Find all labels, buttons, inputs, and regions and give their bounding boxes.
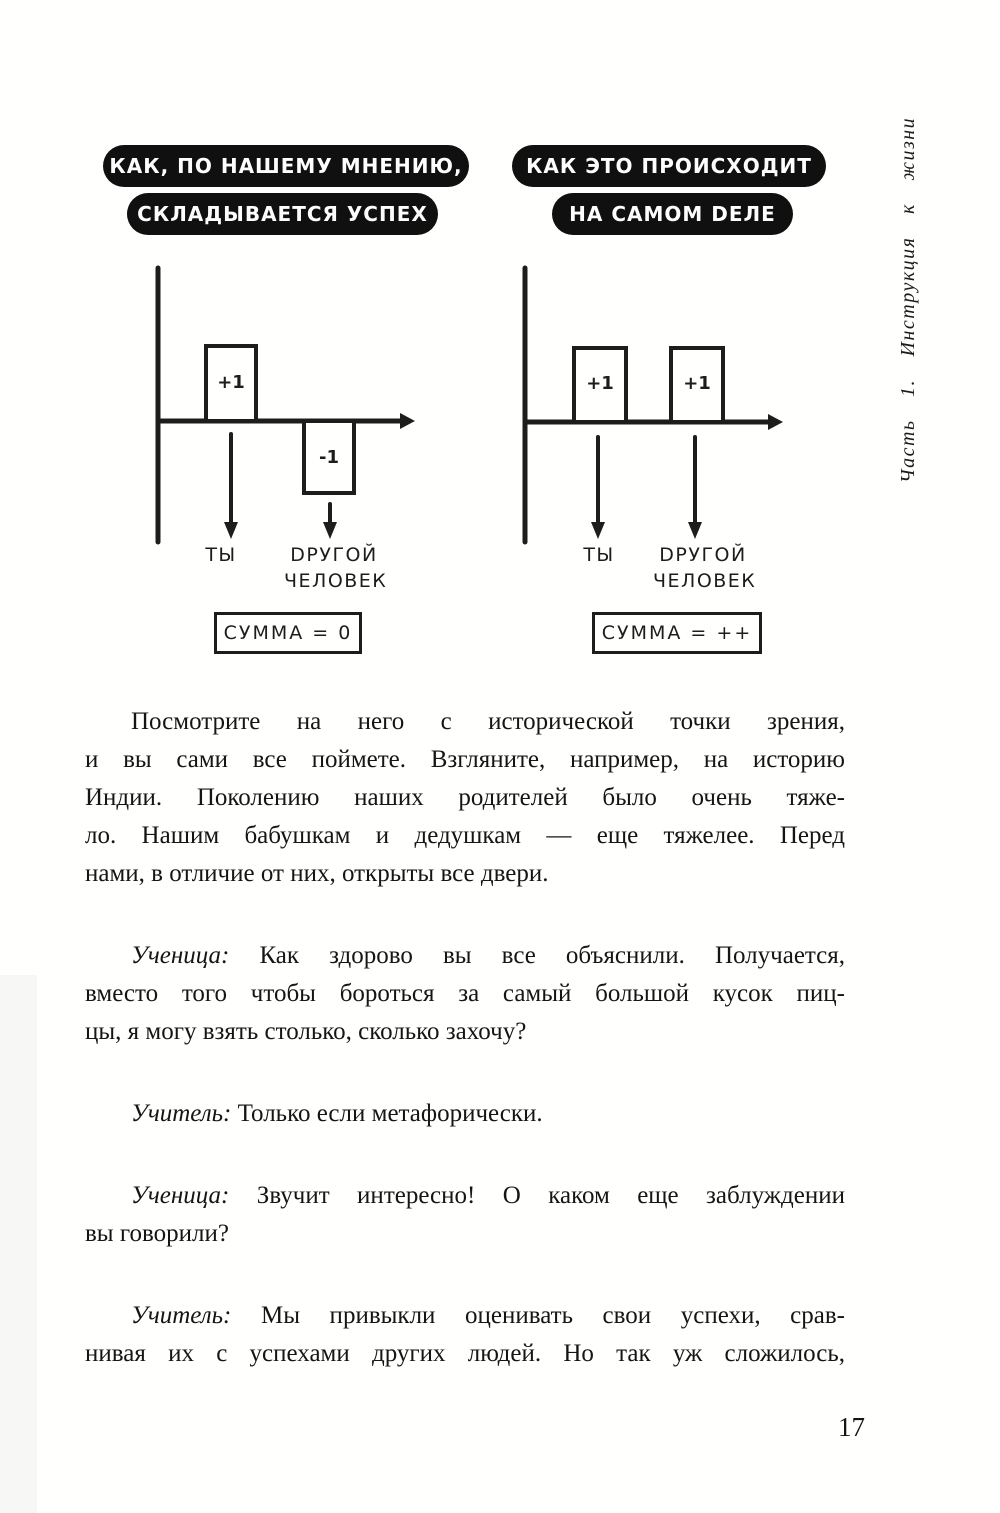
text-line: Учитель: Мы привыкли оценивать свои успе… [85,1297,845,1335]
right-bar-you [572,346,628,424]
left-bar2-value: -1 [319,447,339,468]
text-run: Только если метафорически. [231,1100,543,1127]
left-positive-bar [204,344,258,423]
left-bar1-value: +1 [217,372,245,393]
right-axis-label-other-2: ЧЕЛОВЕК [653,570,757,592]
text-line: вы говорили? [85,1220,229,1247]
paragraph-history: Посмотрите на него с исторической точки … [85,703,845,893]
right-figure-chart [522,265,783,545]
speaker-name: Ученица: [131,942,230,969]
right-arrow-you-head [591,522,605,539]
text-line: Индии. Поколению наших родителей было оч… [85,784,845,811]
text-line: Посмотрите на него с исторической точки … [131,708,845,735]
text-line: нами, в отличие от них, открыты все двер… [85,860,549,887]
text-line: Ученица: Как здорово вы все объяснили. П… [85,937,845,975]
right-sum-box: СУММА = ++ [592,612,762,654]
paragraph-student-2: Ученица: Звучит интересно! О каком еще з… [85,1177,845,1253]
text-line: цы, я могу взять столько, сколько захочу… [85,1018,527,1045]
right-axis-label-you: ТЫ [583,544,615,566]
paragraph-student-1: Ученица: Как здорово вы все объяснили. П… [85,937,845,1051]
left-axis-label-other-2: ЧЕЛОВЕК [284,570,388,592]
left-figure-title-line2: СКЛАДЫВАЕТСЯ УСПЕХ [127,193,438,235]
text-line: и вы сами все поймете. Взгляните, наприм… [85,746,845,773]
right-figure-title-line1: КАК ЭТО ПРОИСХОДИТ [512,145,826,187]
text-line: вместо того чтобы бороться за самый боль… [85,980,845,1007]
left-axis-label-you: ТЫ [205,544,237,566]
left-figure-title-line1: КАК, ПО НАШЕМУ МНЕНИЮ, [103,145,469,187]
right-bar2-value: +1 [683,373,711,394]
left-sum-box: СУММА = 0 [214,612,362,654]
left-figure-chart [155,265,415,545]
scan-edge-shadow [0,975,37,1513]
text-run: Мы привыкли оценивать свои успехи, срав- [231,1302,845,1329]
text-run: Как здорово вы все объяснили. Получается… [229,942,845,969]
page-number: 17 [838,1412,865,1442]
left-x-axis-arrowhead [400,413,415,429]
paragraph-teacher-2: Учитель: Мы привыкли оценивать свои успе… [85,1297,845,1373]
speaker-name: Учитель: [131,1100,232,1127]
right-arrow-other-head [688,522,702,539]
right-figure-title-line2: НА САМОМ DЕЛЕ [552,193,793,235]
text-run: Звучит интересно! О каком еще заблуждени… [229,1182,845,1209]
left-negative-bar [302,419,356,495]
right-bar-other [669,346,725,424]
text-line: ло. Нашим бабушкам и дедушкам — еще тяже… [85,822,845,849]
text-line: Учитель: Только если метафорически. [85,1095,845,1133]
body-text: Посмотрите на него с исторической точки … [85,703,845,1417]
text-line: Ученица: Звучит интересно! О каком еще з… [85,1177,845,1215]
speaker-name: Ученица: [131,1182,230,1209]
left-arrow-you-head [224,522,238,539]
text-line: нивая их с успехами других людей. Но так… [85,1340,845,1367]
right-axis-label-other-1: DРУГОЙ [659,544,747,566]
speaker-name: Учитель: [131,1302,232,1329]
right-x-axis-arrowhead [768,414,783,430]
running-head-part-title: Часть 1. Инструкция к жизни [897,116,919,484]
left-axis-label-other-1: DРУГОЙ [290,544,378,566]
left-arrow-other-head [323,522,337,539]
right-bar1-value: +1 [586,373,614,394]
paragraph-teacher-1: Учитель: Только если метафорически. [85,1095,845,1133]
